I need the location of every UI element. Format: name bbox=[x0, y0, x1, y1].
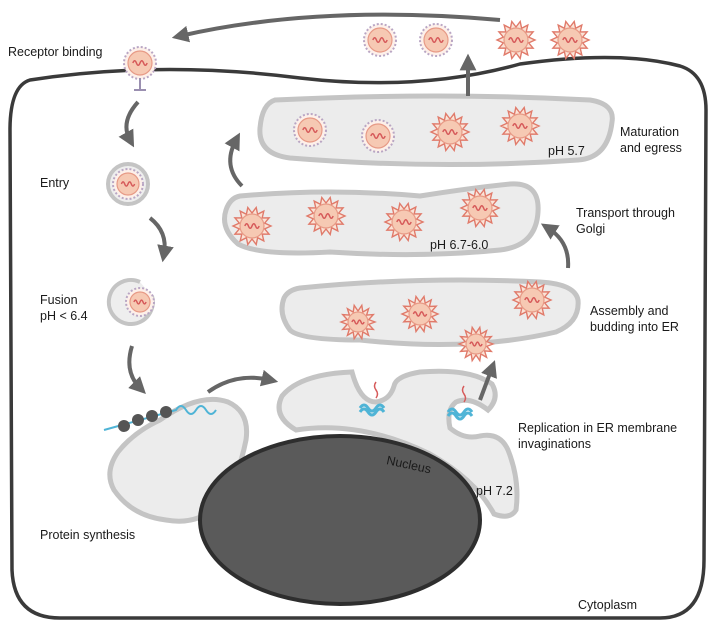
er-virion-4 bbox=[511, 279, 553, 321]
maturation-virion-2 bbox=[361, 119, 395, 153]
released-virion-2 bbox=[419, 23, 453, 57]
assembly-label-line2: budding into ER bbox=[590, 320, 679, 334]
fusion-label-line1: Fusion bbox=[40, 293, 78, 307]
fusion-label-line2: pH < 6.4 bbox=[40, 309, 88, 323]
maturation-virion-3 bbox=[429, 111, 471, 153]
ribosome-2 bbox=[132, 414, 144, 426]
maturation-label-line1: Maturation bbox=[620, 125, 680, 139]
released-virion-1 bbox=[363, 23, 397, 57]
golgi-cisterna bbox=[222, 181, 541, 258]
receptor-binding-virion bbox=[123, 46, 157, 80]
replication-rna-1 bbox=[358, 381, 386, 417]
replication-label: Replication in ER membrane invaginations bbox=[518, 420, 677, 452]
arrow-receptor-to-entry bbox=[118, 100, 140, 148]
ribosome-4 bbox=[160, 406, 172, 418]
arrow-entry-to-fusion bbox=[148, 216, 174, 263]
assembly-label-line1: Assembly and bbox=[590, 304, 669, 318]
arrow-replication-to-assembly bbox=[478, 360, 497, 401]
transport-label: Transport through Golgi bbox=[576, 205, 675, 237]
replication-label-line1: Replication in ER membrane bbox=[518, 421, 678, 435]
golgi-virion-3 bbox=[383, 201, 425, 243]
receptor bbox=[134, 78, 146, 91]
arrow-golgi-to-maturation bbox=[224, 132, 244, 188]
arrow-egress-to-receptor bbox=[171, 12, 501, 43]
receptor-binding-label: Receptor binding bbox=[8, 45, 103, 59]
cell-membrane bbox=[8, 55, 708, 620]
entry-label: Entry bbox=[40, 176, 70, 190]
released-virion-3 bbox=[495, 19, 537, 61]
cytoplasm-label: Cytoplasm bbox=[578, 598, 638, 612]
maturation-virion-1 bbox=[293, 113, 327, 147]
ph-5-7-label: pH 5.7 bbox=[548, 144, 585, 158]
nucleus bbox=[198, 434, 482, 606]
fusion-label: Fusion pH < 6.4 bbox=[40, 292, 88, 324]
entry-virion bbox=[112, 168, 144, 200]
released-virion-4 bbox=[549, 19, 591, 61]
translating-rna bbox=[103, 405, 217, 432]
maturation-virion-4 bbox=[499, 105, 541, 147]
replication-rna-2 bbox=[446, 385, 474, 421]
arrow-assembly-to-golgi bbox=[540, 223, 571, 269]
arrow-synthesis-to-replication bbox=[206, 369, 279, 394]
ribosome-3 bbox=[146, 410, 158, 422]
fusion-virion bbox=[125, 287, 155, 317]
ph-7-2-label: pH 7.2 bbox=[476, 484, 513, 498]
er-virion-1 bbox=[339, 303, 377, 341]
transport-label-line2: Golgi bbox=[576, 222, 606, 236]
maturation-label: Maturation and egress bbox=[620, 124, 682, 156]
replication-label-line2: invaginations bbox=[518, 437, 591, 451]
er-virion-3 bbox=[457, 325, 495, 363]
maturation-label-line2: and egress bbox=[620, 141, 682, 155]
protein-synthesis-label: Protein synthesis bbox=[40, 528, 136, 542]
golgi-virion-2 bbox=[305, 195, 347, 237]
transport-label-line1: Transport through bbox=[576, 206, 675, 220]
ph-6-7-6-0-label: pH 6.7-6.0 bbox=[430, 238, 489, 252]
golgi-virion-1 bbox=[231, 205, 273, 247]
assembly-label: Assembly and budding into ER bbox=[590, 303, 679, 335]
golgi-virion-4 bbox=[459, 187, 501, 229]
er-virion-2 bbox=[400, 294, 440, 334]
arrow-fusion-to-synthesis bbox=[127, 345, 146, 394]
ribosome-1 bbox=[118, 420, 130, 432]
